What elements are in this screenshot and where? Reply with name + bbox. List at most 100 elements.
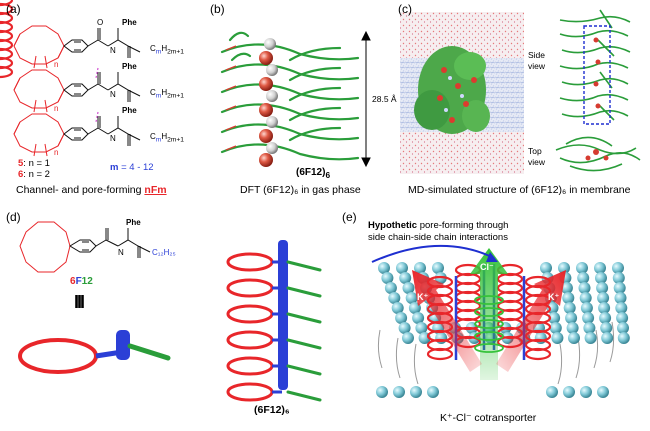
lipid-head	[412, 312, 425, 324]
ring-n-label: n	[54, 60, 59, 69]
lipid-head	[435, 332, 448, 344]
phe-label-d: Phe	[126, 218, 141, 227]
hypothetic-arrow	[371, 245, 495, 263]
lipid-head	[402, 282, 415, 294]
md-aggregate	[414, 46, 490, 134]
panel-e-membrane	[0, 0, 630, 398]
panel-label-d: (d)	[6, 210, 21, 224]
dimension-label: 28.5 Å	[372, 94, 397, 104]
lipid-head	[595, 272, 607, 284]
panel-label-a: (a)	[6, 2, 21, 16]
top-view-label: Top view	[528, 146, 546, 167]
panel-e-caption: K⁺-Cl⁻ cotransporter	[440, 412, 537, 424]
lipid-head	[402, 332, 414, 344]
equivalence-symbol: III	[74, 292, 85, 312]
legend-m: m = 4 - 12	[110, 162, 154, 173]
lipid-head	[384, 282, 397, 294]
lipid-head	[540, 262, 552, 274]
lipid-head	[600, 322, 613, 334]
md-side-view	[559, 9, 631, 121]
lipid-head	[615, 302, 628, 314]
alkyl-label: CmH2m+1	[150, 88, 184, 100]
legend-5: 5: n = 1	[18, 158, 50, 169]
lipid-head	[563, 302, 576, 314]
lipid-head	[582, 312, 595, 324]
lipid-head	[584, 332, 597, 344]
lipid-head	[612, 262, 624, 274]
lipid-head	[396, 262, 408, 274]
panel-label-b: (b)	[210, 2, 225, 16]
lipid-head	[565, 312, 578, 324]
alkyl-label-d: C₁₂H₂₅	[152, 248, 176, 257]
panel-d-molecule	[19, 221, 151, 273]
lipid-head	[616, 312, 629, 324]
panel-b-dft-structure	[220, 30, 371, 168]
legend-6: 6: n = 2	[18, 169, 50, 180]
dimension-arrow	[361, 30, 371, 168]
lipid-head	[376, 386, 388, 398]
stack-model	[226, 240, 322, 402]
lipid-head	[534, 332, 547, 344]
k-ion-left: K⁺	[417, 292, 429, 302]
lipid-head	[410, 386, 422, 398]
side-view-label: Side view	[528, 50, 546, 71]
lipid-head	[580, 302, 593, 314]
lipid-head	[568, 332, 580, 344]
lipid-head	[614, 292, 627, 304]
nh-label: N	[110, 46, 116, 55]
panel-label-e: (e)	[342, 210, 357, 224]
lipid-head	[580, 386, 592, 398]
lipid-head	[398, 322, 411, 334]
panel-b-title: (6F12)6	[296, 167, 331, 180]
lipid-head	[405, 292, 418, 304]
cl-ion-label: Cl⁻	[480, 262, 494, 272]
ring-n-label: n	[54, 104, 59, 113]
side-view-box	[583, 25, 611, 125]
lipid-head	[391, 302, 404, 314]
lipid-head	[378, 262, 390, 274]
lipid-head	[548, 312, 561, 324]
lipid-head	[562, 292, 575, 304]
k-ion-right: K⁺	[548, 292, 560, 302]
lipid-head	[577, 272, 590, 284]
lipid-head	[612, 272, 625, 284]
phe-label: Phe	[122, 18, 137, 27]
lipid-head	[546, 386, 558, 398]
k-arrow-right	[496, 270, 566, 372]
lipid-head	[551, 332, 564, 344]
lipid-head	[427, 386, 439, 398]
panel-b-caption: DFT (6F12)₆ in gas phase	[240, 184, 361, 196]
lipid-head	[578, 282, 591, 294]
lipid-head	[601, 332, 614, 344]
nh-label-d: N	[118, 248, 124, 257]
lipid-head	[558, 262, 570, 274]
hypothetic-line1: Hypothetic pore-forming through	[368, 220, 509, 231]
lipid-head	[563, 386, 575, 398]
panel-c-caption: MD-simulated structure of (6F12)₆ in mem…	[408, 184, 631, 196]
lipid-head	[432, 262, 444, 274]
panel-a-molecules	[13, 25, 141, 157]
ring-n-label: n	[54, 148, 59, 157]
alkyl-label: CmH2m+1	[150, 44, 184, 56]
lipid-head	[617, 332, 630, 344]
panel-c-md-structure	[400, 9, 641, 174]
lipid-head	[576, 262, 588, 274]
lipid-head	[583, 322, 596, 334]
crown-stack	[0, 0, 552, 361]
panel-label-c: (c)	[398, 2, 412, 16]
lipid-head	[415, 322, 428, 334]
dft-atom-column	[259, 38, 278, 167]
lipid-head	[596, 282, 609, 294]
k-arrow-left	[412, 270, 482, 372]
lipid-head	[613, 282, 626, 294]
lipid-head	[381, 272, 394, 284]
lipid-head	[566, 322, 579, 334]
hypothetic-line2: side chain-side chain interactions	[368, 232, 508, 243]
phe-label: Phe	[122, 62, 137, 71]
nh-label: N	[110, 90, 116, 99]
lipid-head	[549, 322, 562, 334]
stack-caption: (6F12)₆	[254, 404, 290, 416]
compound-6f12: 6F12	[70, 276, 93, 287]
lipid-head	[399, 272, 412, 284]
